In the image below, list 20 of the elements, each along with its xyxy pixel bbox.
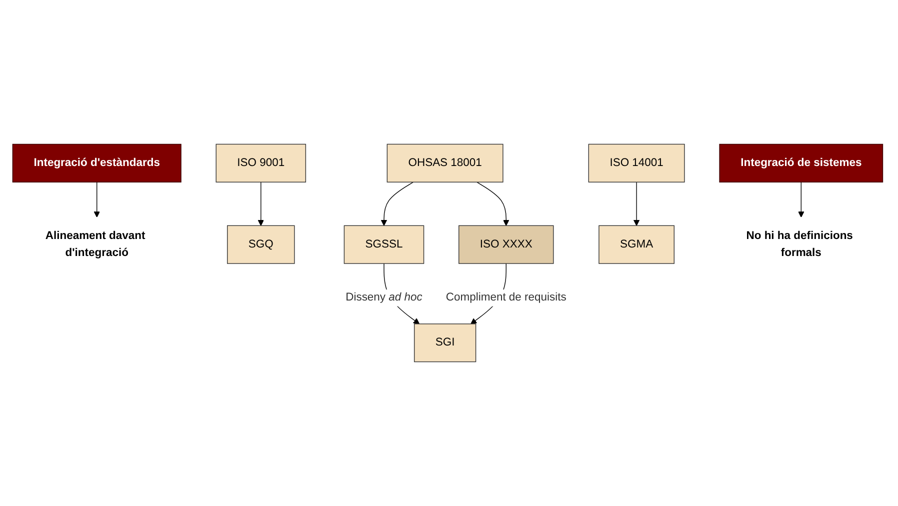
arrow xyxy=(380,182,414,226)
edge-label: Disseny ad hoc xyxy=(346,292,422,304)
arrow xyxy=(633,182,640,226)
arrow xyxy=(798,182,804,218)
node-box: OHSAS 18001 xyxy=(386,144,504,182)
node-box: SGSSL xyxy=(344,225,424,264)
arrow xyxy=(476,182,510,226)
node-box: SGQ xyxy=(227,225,295,264)
node-box: ISO 9001 xyxy=(216,144,306,182)
node-box: Integració d'estàndards xyxy=(12,144,182,182)
node-text: No hi ha definicions formals xyxy=(746,230,853,259)
arrow xyxy=(258,182,264,226)
edge-label: Compliment de requisits xyxy=(446,292,566,304)
node-text: Alineament davant d'integració xyxy=(45,230,146,259)
node-box: SGI xyxy=(414,324,476,362)
node-box: SGMA xyxy=(598,225,674,264)
node-box: ISO XXXX xyxy=(458,225,554,264)
node-box: Integració de sistemes xyxy=(719,144,884,182)
arrow xyxy=(94,182,100,218)
node-box: ISO 14001 xyxy=(588,144,685,182)
